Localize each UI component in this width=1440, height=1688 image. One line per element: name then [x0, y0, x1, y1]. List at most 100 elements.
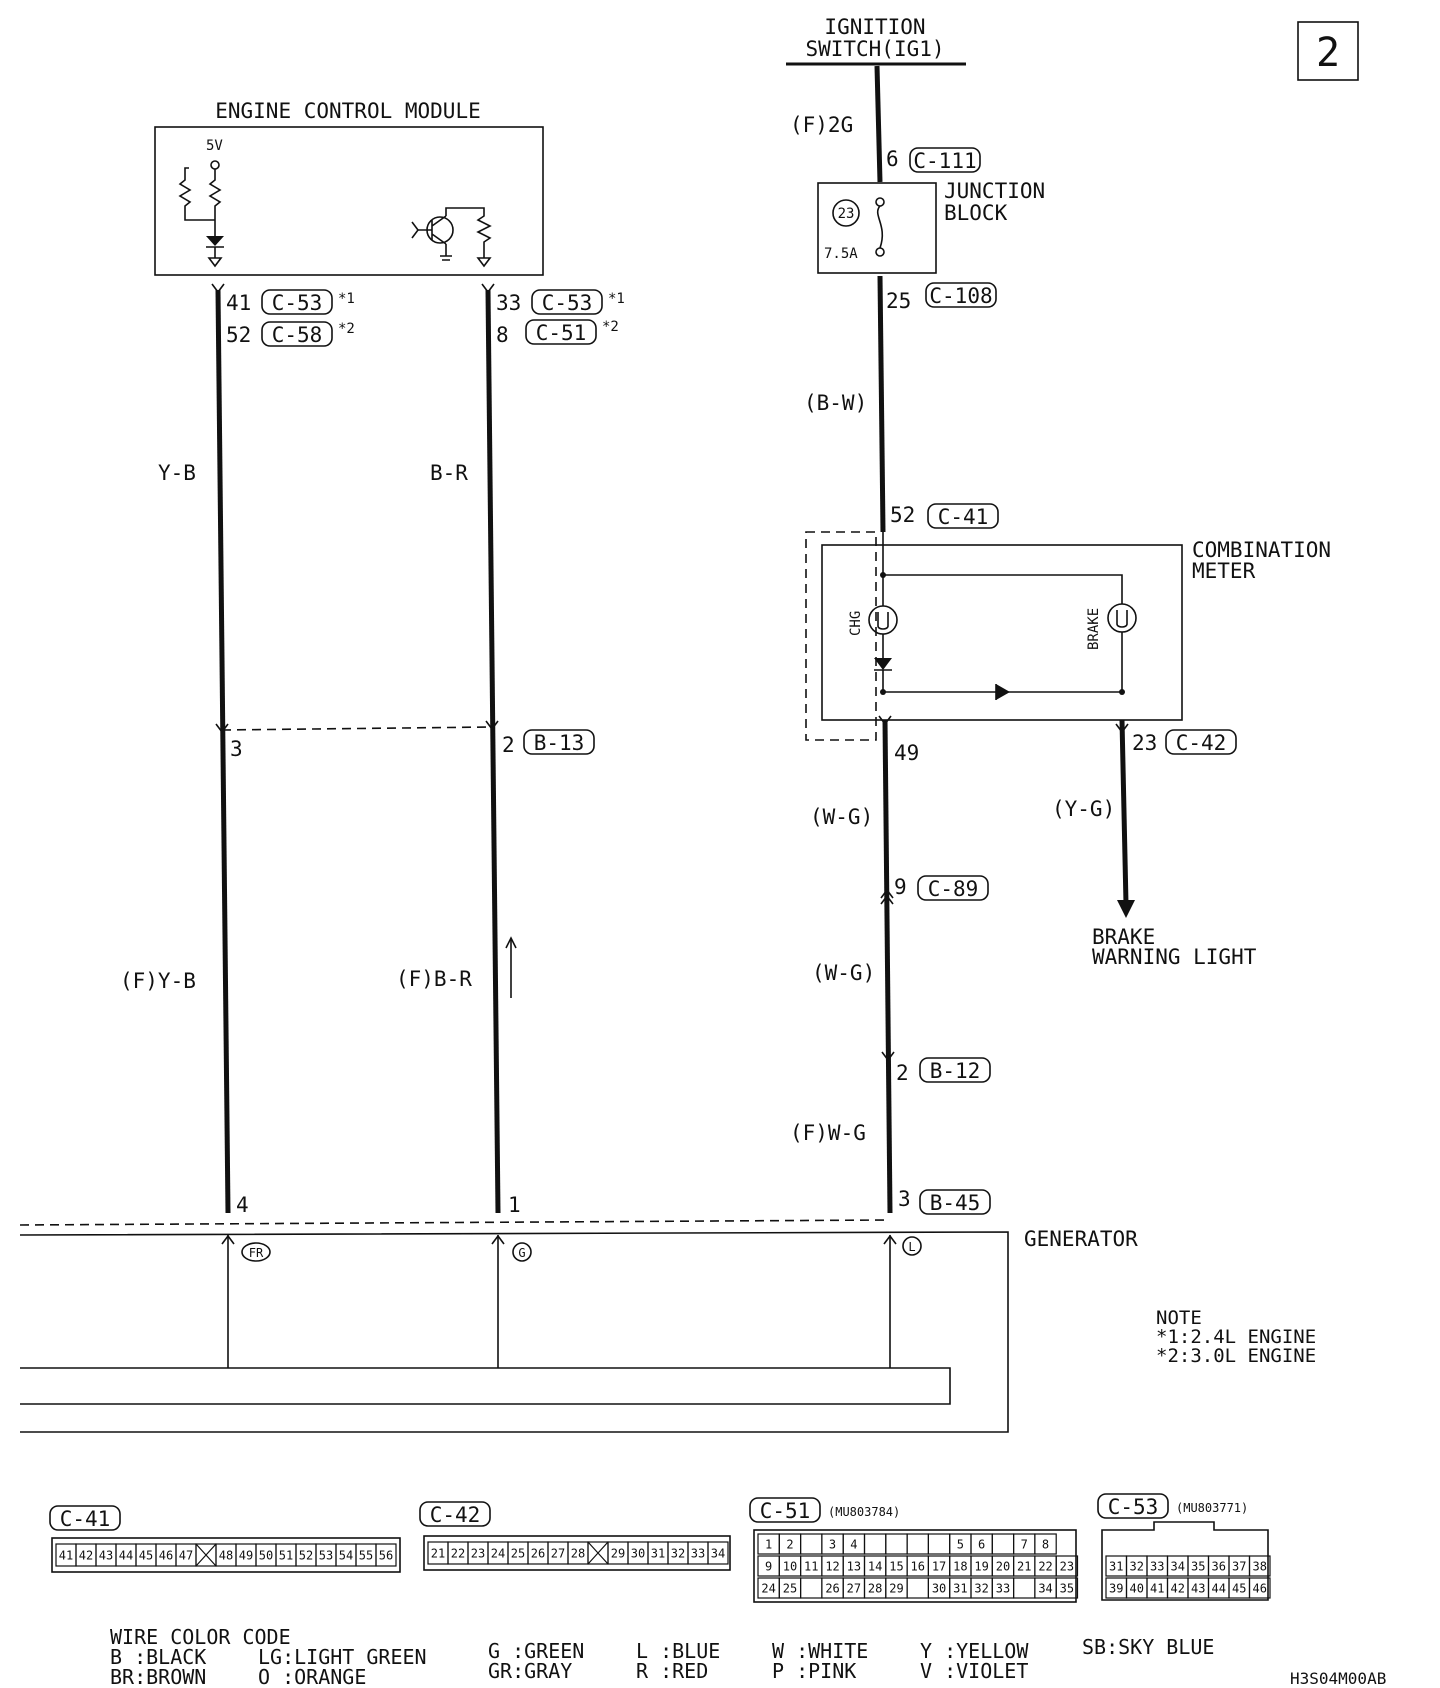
c51-pin-32: 32	[974, 1582, 988, 1596]
ecm-box	[154, 126, 544, 276]
c51-pin-6: 6	[978, 1538, 985, 1552]
conn-c108: C-108	[929, 284, 992, 308]
c51-pin-1: 1	[765, 1538, 772, 1552]
conn-c42-body	[423, 1535, 731, 1571]
legend-title: WIRE COLOR CODE	[110, 1625, 291, 1649]
c53-pin-39: 39	[1109, 1582, 1123, 1596]
fuse-rating: 7.5A	[824, 246, 858, 262]
meter-internal-wiring	[882, 532, 1123, 604]
c51-pin-21: 21	[1017, 1560, 1031, 1574]
figure-code: H3S04M00AB	[1290, 1669, 1386, 1688]
c41-pin-56: 56	[379, 1549, 393, 1563]
conn-c51-body	[753, 1529, 1077, 1603]
c53-pin-31: 31	[1109, 1560, 1123, 1574]
note-ref-2b: *2	[602, 319, 619, 335]
pin-9: 9	[894, 875, 907, 899]
generator-inner-outline	[20, 1367, 951, 1405]
conn-c53-ecm-b: C-53	[542, 291, 593, 315]
brake-light-line2: WARNING LIGHT	[1092, 945, 1257, 969]
c51-cell	[927, 1533, 951, 1555]
ecm-pullup-circuit	[178, 160, 224, 268]
b45-connector-dash	[19, 1219, 891, 1226]
c41-pin-48: 48	[219, 1549, 233, 1563]
c51-pin-4: 4	[850, 1538, 857, 1552]
c42-pin-24: 24	[491, 1547, 505, 1561]
c51-cell	[906, 1533, 929, 1555]
pin-1: 1	[508, 1193, 521, 1217]
c51-pin-19: 19	[974, 1560, 988, 1574]
c53-pin-42: 42	[1171, 1582, 1185, 1596]
c41-pin-55: 55	[359, 1549, 373, 1563]
c42-pin-31: 31	[651, 1547, 665, 1561]
legend-br: BR:BROWN	[110, 1665, 206, 1688]
brake-diode-icon	[996, 684, 1010, 700]
c41-pin-42: 42	[79, 1549, 93, 1563]
c51-cell	[1055, 1577, 1079, 1599]
wire-br	[485, 289, 501, 1214]
c53-pin-45: 45	[1232, 1582, 1246, 1596]
pin-49: 49	[894, 741, 919, 765]
pin-52: 52	[226, 323, 251, 347]
fuse-icon	[875, 197, 885, 257]
c51-pin-14: 14	[868, 1560, 882, 1574]
conn-c58: C-58	[272, 323, 323, 347]
c53-cell	[1248, 1577, 1271, 1599]
c41-pin-49: 49	[239, 1549, 253, 1563]
c51-pin-23: 23	[1060, 1560, 1074, 1574]
c41-pin-52: 52	[299, 1549, 313, 1563]
c42-pin-32: 32	[671, 1547, 685, 1561]
ecm-transistor-circuit	[411, 207, 492, 268]
c53-pin-40: 40	[1130, 1582, 1144, 1596]
legend-gr: GR:GRAY	[488, 1659, 572, 1683]
note-ref-2a: *2	[338, 321, 355, 337]
legend-lg: LG:LIGHT GREEN	[258, 1645, 427, 1669]
c51-pin-2: 2	[786, 1538, 793, 1552]
pin-4: 4	[236, 1193, 249, 1217]
c51-cell	[1034, 1533, 1057, 1555]
legend-y: Y :YELLOW	[920, 1639, 1029, 1663]
wire-label-bw: (B-W)	[804, 391, 867, 415]
wire-wg	[882, 719, 893, 1214]
meter-line1: COMBINATION	[1192, 538, 1331, 562]
c41-pin-43: 43	[99, 1549, 113, 1563]
conn-c41: C-41	[938, 505, 989, 529]
wire-2g	[874, 65, 883, 183]
c51-pin-20: 20	[996, 1560, 1010, 1574]
wire-yg	[1119, 719, 1129, 905]
pin-2-b12: 2	[896, 1061, 909, 1085]
c51-pin-3: 3	[829, 1538, 836, 1552]
wire-yb	[215, 289, 231, 1214]
pin-25: 25	[886, 289, 911, 313]
fuse-number-circle	[832, 199, 860, 227]
legend-v: V :VIOLET	[920, 1659, 1028, 1683]
c42-pin-22: 22	[451, 1547, 465, 1561]
junction-block-box	[817, 182, 937, 274]
c51-cell	[1055, 1555, 1079, 1577]
c42-pin-26: 26	[531, 1547, 545, 1561]
pin-2-b13: 2	[502, 733, 515, 757]
junction-line2: BLOCK	[944, 201, 1008, 225]
chg-diode-icon	[874, 658, 892, 670]
empty-pin-cross-icon	[587, 1541, 609, 1565]
pin-23: 23	[1132, 731, 1157, 755]
conn-b45: B-45	[930, 1191, 981, 1215]
terminal-fr-icon	[241, 1242, 271, 1262]
c53-pin-46: 46	[1253, 1582, 1267, 1596]
brake-label: BRAKE	[1086, 608, 1102, 650]
c51-cell	[799, 1577, 823, 1599]
ignition-line1: IGNITION	[824, 15, 925, 39]
conn-c53-ecm: C-53	[272, 291, 323, 315]
fuse-number: 23	[838, 206, 855, 222]
chg-label: CHG	[848, 611, 864, 636]
c51-pin-7: 7	[1021, 1538, 1028, 1552]
empty-pin-cross-icon	[195, 1543, 217, 1567]
conn-c53-title: C-53	[1108, 1495, 1159, 1519]
pin-6: 6	[886, 147, 899, 171]
conn-c53-body	[1101, 1521, 1269, 1601]
c51-pin-11: 11	[804, 1560, 818, 1574]
c41-pin-54: 54	[339, 1549, 353, 1563]
